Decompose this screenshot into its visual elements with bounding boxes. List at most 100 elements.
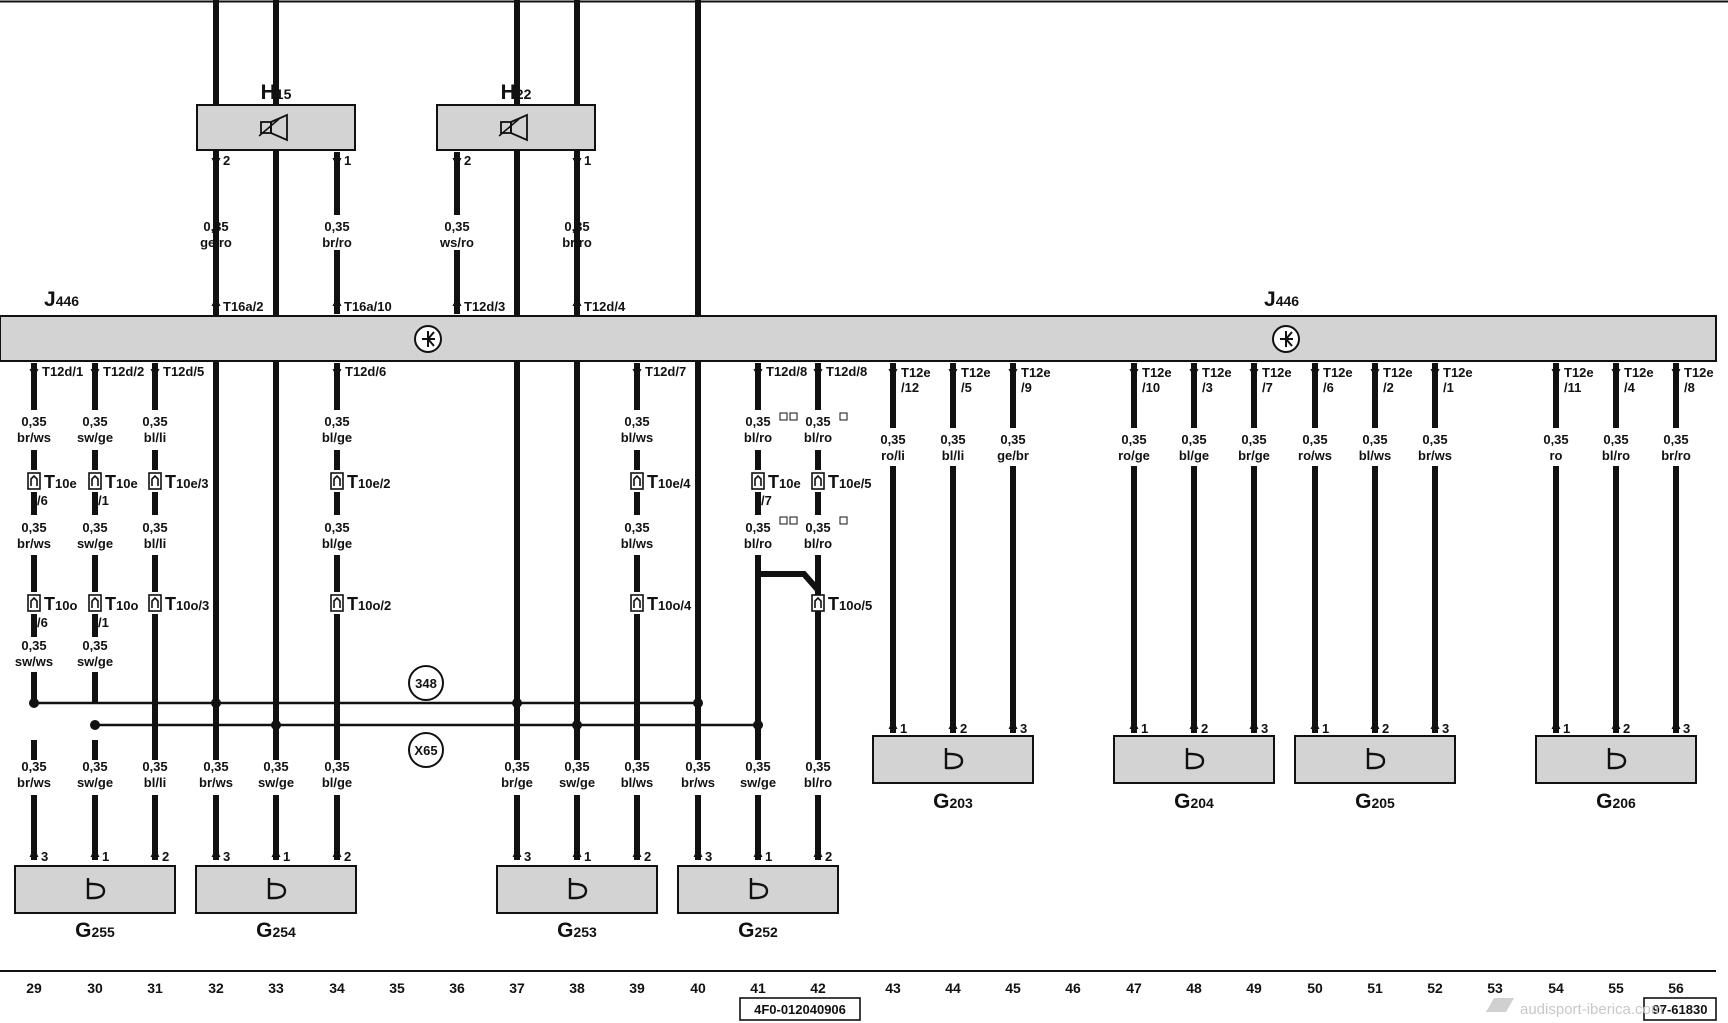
arrow-up [632, 848, 642, 857]
connector-icon [630, 472, 644, 490]
connector-pin-number: /6 [37, 493, 48, 508]
control-unit-bus [0, 315, 1717, 362]
wire-gauge: 0,35 [142, 414, 167, 429]
wire-color: ge/br [997, 448, 1029, 463]
column-number: 51 [1367, 980, 1383, 996]
arrow-up [1370, 720, 1380, 729]
connector-label: T10e/3 [165, 472, 209, 492]
sensor-symbol [1366, 748, 1386, 770]
pin-number: 1 [1322, 721, 1329, 736]
arrow-up [29, 848, 39, 857]
pin-number: 2 [1382, 721, 1389, 736]
connector-label: T12d/1 [42, 364, 83, 379]
connector-pin-number: /1 [98, 615, 109, 630]
note-square [779, 516, 788, 525]
wire-color: br/ge [501, 775, 533, 790]
connector-pin [814, 474, 822, 486]
connector-label: T10o [44, 594, 77, 614]
sensor-box [496, 865, 658, 914]
arrow-down [1189, 369, 1199, 378]
arrow-down [211, 158, 221, 167]
bus-symbol-glyph [422, 331, 435, 347]
wire-color: bl/ws [621, 536, 654, 551]
junction-label: X65 [414, 743, 437, 758]
connector-label: T12e [1262, 365, 1292, 380]
connector-label: T12e [1323, 365, 1353, 380]
connector-icon [88, 594, 102, 612]
bus-label-left: J446 [44, 288, 79, 311]
wire-color: bl/ws [1359, 448, 1392, 463]
arrow-down [1370, 369, 1380, 378]
connector-label: T10e/5 [828, 472, 872, 492]
pin-number: 3 [223, 849, 230, 864]
column-number: 34 [329, 980, 345, 996]
pin-number: 3 [705, 849, 712, 864]
column-number: 50 [1307, 980, 1323, 996]
arrow-up [572, 848, 582, 857]
wire-gauge: 0,35 [324, 219, 349, 234]
pin-number: 2 [825, 849, 832, 864]
connector-icon [330, 472, 344, 490]
arrow-down [632, 369, 642, 378]
pin-number: 2 [960, 721, 967, 736]
arrow-down [452, 158, 462, 167]
connector-pin-number: /4 [1624, 380, 1636, 395]
arrow-up [211, 848, 221, 857]
connector-icon [751, 472, 765, 490]
wire-color: bl/ro [804, 536, 832, 551]
note-square [789, 412, 798, 421]
connector-pin-number: /8 [1684, 380, 1695, 395]
speaker-label: H22 [501, 81, 532, 104]
wire-gauge: 0,35 [203, 759, 228, 774]
wire-gauge: 0,35 [805, 414, 830, 429]
connector-label: T12d/4 [584, 299, 626, 314]
connector-label: T10o [105, 594, 138, 614]
pin-number: 1 [1141, 721, 1148, 736]
connector-pin-number: /7 [1262, 380, 1273, 395]
speaker-icon [258, 113, 288, 142]
column-number: 55 [1608, 980, 1624, 996]
connector-pin-number: /10 [1142, 380, 1160, 395]
sensor-box [1113, 735, 1275, 784]
note-square [779, 412, 788, 421]
arrow-up [1008, 720, 1018, 729]
wire-color: bl/li [144, 430, 166, 445]
arrow-up [1129, 720, 1139, 729]
sensor-box [677, 865, 839, 914]
wire-gauge: 0,35 [805, 520, 830, 535]
connector-pin-number: /6 [1323, 380, 1334, 395]
speaker-icon-cone [270, 113, 288, 142]
arrow-down [1611, 369, 1621, 378]
connector-label: T16a/10 [344, 299, 392, 314]
connector-label: T12d/8 [826, 364, 867, 379]
arrow-up [693, 848, 703, 857]
arrow-up [150, 848, 160, 857]
pin-number: 3 [41, 849, 48, 864]
wire-gauge: 0,35 [1241, 432, 1266, 447]
page-code: 97-61830 [1653, 1002, 1708, 1017]
speaker-box [196, 104, 356, 151]
arrow-up [1671, 720, 1681, 729]
arrow-down [1671, 369, 1681, 378]
pin-number: 1 [584, 153, 591, 168]
wire-color: sw/ge [77, 654, 113, 669]
sensor-symbol [568, 878, 588, 900]
sensor-label: G205 [1355, 790, 1395, 813]
connector-label: T12e [1684, 365, 1714, 380]
junction-dot [572, 720, 582, 730]
wire-gauge: 0,35 [21, 520, 46, 535]
connector-label: T10o/4 [647, 594, 692, 614]
connector-label: T12e [1142, 365, 1172, 380]
page-code-box [1643, 997, 1717, 1021]
arrow-down [1008, 369, 1018, 378]
sensor-symbol-bow [569, 882, 588, 900]
wire-color: bl/ro [804, 775, 832, 790]
arrow-down [332, 158, 342, 167]
connector-label: T12d/6 [345, 364, 386, 379]
connector-label: T16a/2 [223, 299, 263, 314]
junction-circle [408, 732, 444, 768]
column-number: 47 [1126, 980, 1142, 996]
junction-dot [271, 720, 281, 730]
column-number: 41 [750, 980, 766, 996]
wire-gauge: 0,35 [805, 759, 830, 774]
